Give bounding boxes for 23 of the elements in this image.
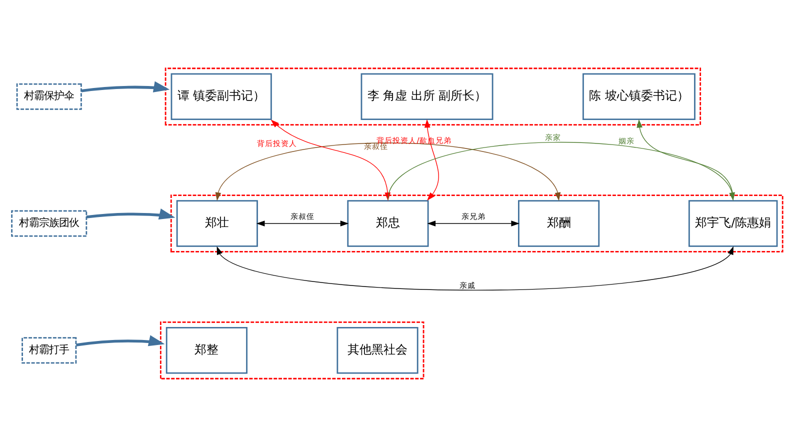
node-box: 村霸打手 [22,336,77,364]
cluster [160,320,424,379]
node-box: 村霸保护伞 [16,82,82,110]
node-box: 郑宇飞/陈惠娟 [688,200,778,246]
node-box: 陈 坡心镇委书记） [582,72,696,120]
arrow [76,334,165,346]
node-box: 村霸宗族团伙 [11,210,88,236]
arrow [424,118,439,200]
arrow [256,220,349,226]
arrow [81,80,170,92]
node-box: 其他黑社会 [336,326,418,374]
node-box: 谭 镇委副书记） [170,72,272,120]
arrow [427,220,520,226]
cluster [164,67,702,126]
node-box: 郑忠 [347,200,429,246]
arrow [86,208,176,219]
node-box: 李 角虚 出所 副所长） [360,72,494,120]
arrow [636,118,734,200]
cluster [170,194,784,252]
node-box: 郑酬 [518,200,600,246]
node-box: 郑壮 [176,200,258,246]
arrow [216,246,734,290]
node-box: 郑整 [166,326,248,374]
